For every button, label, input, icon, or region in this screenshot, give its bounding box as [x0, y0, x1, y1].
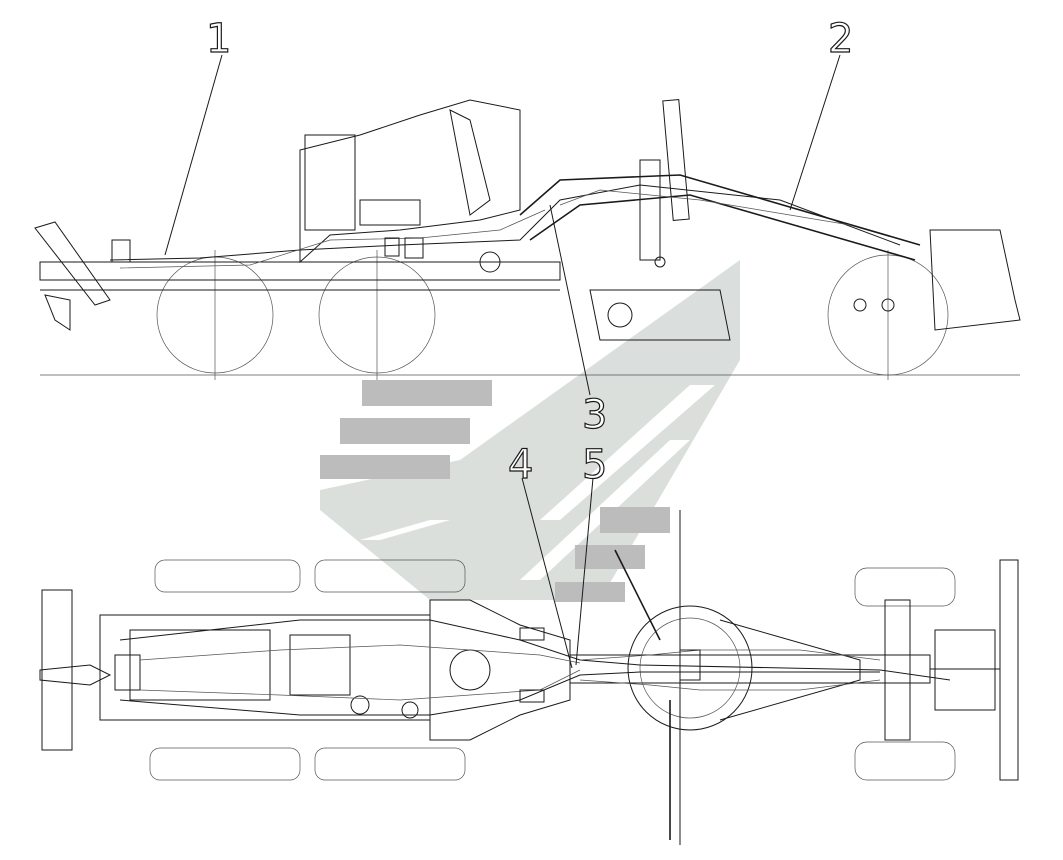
callout-3: 3	[582, 392, 607, 438]
callouts: 1 2 3 4 5	[205, 15, 854, 488]
callout-1: 1	[206, 16, 231, 62]
callout-2: 2	[828, 16, 853, 62]
rear-wheel-right-2	[314, 747, 466, 781]
leader-4	[521, 477, 573, 669]
leader-1	[164, 54, 223, 256]
front-wheel-right	[854, 741, 956, 781]
front-wheel-left	[854, 567, 956, 607]
watermark-bar	[555, 582, 625, 602]
rear-wheel-right-1	[149, 747, 301, 781]
watermark-logo	[320, 260, 740, 602]
leader-lines	[164, 54, 841, 669]
leader-2	[789, 54, 841, 211]
watermark-bar	[362, 380, 492, 406]
watermark-bar	[320, 455, 450, 479]
watermark-bar	[340, 418, 470, 444]
leader-3	[549, 204, 591, 396]
watermark-bar	[600, 507, 670, 533]
rear-wheel-left-1	[154, 559, 301, 593]
circle-drive	[627, 605, 753, 731]
leader-5	[575, 477, 594, 666]
side-view	[34, 98, 1021, 380]
callout-4: 4	[508, 442, 533, 488]
rear-wheel-left-2	[314, 559, 466, 593]
callout-5: 5	[582, 442, 607, 488]
top-view	[39, 510, 1019, 845]
